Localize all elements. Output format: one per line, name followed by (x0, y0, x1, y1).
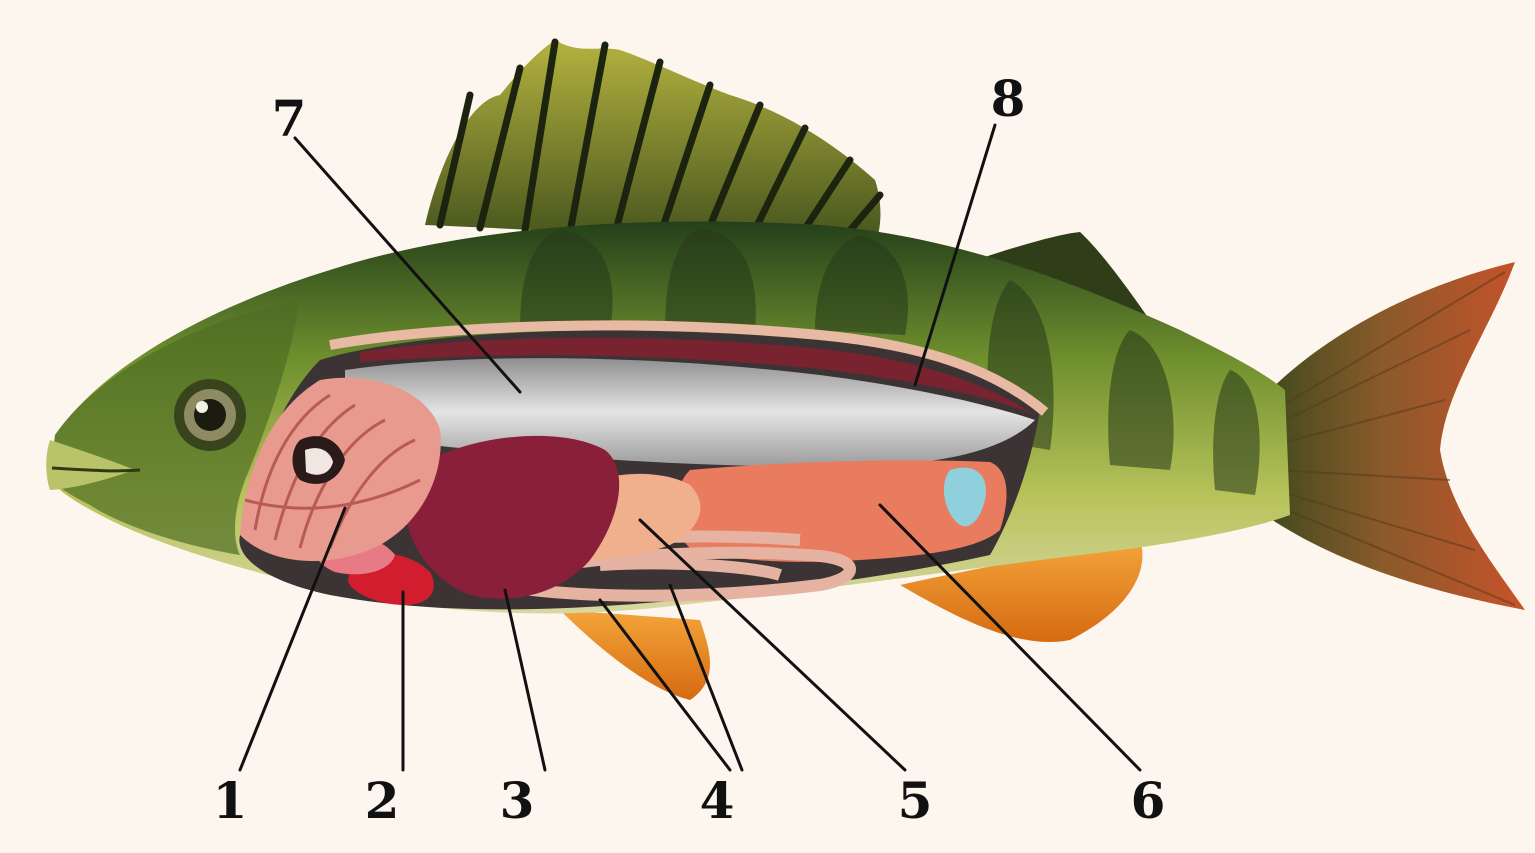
label-3: 3 (500, 771, 535, 830)
label-7: 7 (272, 89, 307, 148)
label-1: 1 (213, 771, 248, 830)
label-8: 8 (991, 69, 1026, 128)
label-2: 2 (365, 771, 400, 830)
label-5: 5 (898, 771, 933, 830)
caudal-fin (1265, 262, 1525, 610)
leader-line-3 (505, 590, 545, 770)
pelvic-fin (560, 610, 710, 700)
label-6: 6 (1131, 771, 1166, 830)
fish-eye-icon (174, 379, 246, 451)
label-4: 4 (700, 771, 735, 830)
